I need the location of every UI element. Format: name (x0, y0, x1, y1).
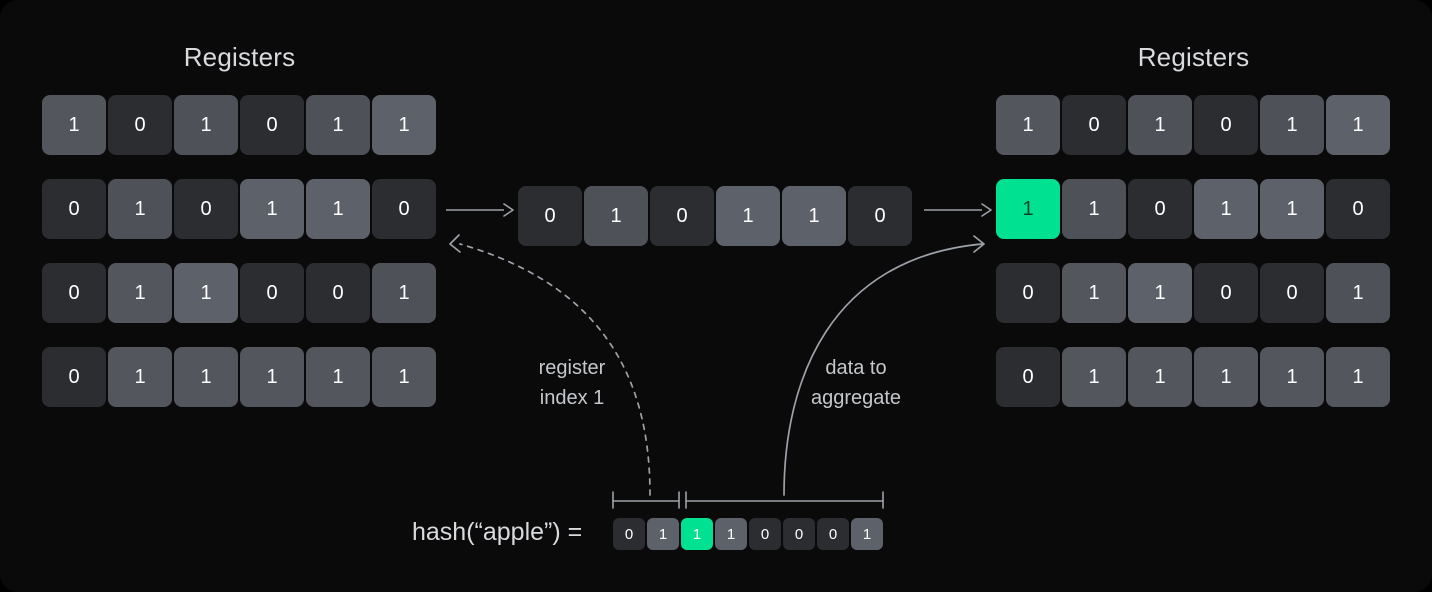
register-cell: 0 (240, 95, 304, 155)
register-cell: 1 (306, 179, 370, 239)
hash-bit-cell: 0 (749, 518, 781, 550)
hash-bit-cell-highlighted: 1 (681, 518, 713, 550)
register-cell: 1 (1062, 179, 1126, 239)
register-cell: 1 (782, 186, 846, 246)
hash-bit-cell: 1 (715, 518, 747, 550)
arrow-out-of-register-row (924, 203, 992, 217)
data-to-aggregate-caption: data to aggregate (810, 357, 902, 409)
register-cell: 0 (306, 263, 370, 323)
hash-bit-cell: 0 (817, 518, 849, 550)
register-cell: 1 (1128, 263, 1192, 323)
register-cell: 1 (1194, 347, 1258, 407)
register-cell: 1 (1128, 95, 1192, 155)
register-cell: 1 (1260, 95, 1324, 155)
register-cell: 0 (1194, 263, 1258, 323)
register-cell: 0 (42, 179, 106, 239)
register-cell: 1 (174, 95, 238, 155)
register-cell: 1 (174, 263, 238, 323)
register-cell: 1 (1326, 95, 1390, 155)
register-cell: 1 (372, 95, 436, 155)
hash-bit-cell: 0 (613, 518, 645, 550)
register-cell: 1 (1260, 179, 1324, 239)
register-cell: 0 (1326, 179, 1390, 239)
arrow-into-register-row (446, 203, 514, 217)
hash-bit-cell: 0 (783, 518, 815, 550)
register-cell: 1 (108, 347, 172, 407)
register-cell: 1 (1260, 347, 1324, 407)
register-cell: 1 (1194, 179, 1258, 239)
right-registers-title: Registers (1137, 42, 1250, 72)
register-cell-highlighted: 1 (996, 179, 1060, 239)
register-cell: 1 (108, 179, 172, 239)
register-cell: 1 (306, 347, 370, 407)
register-cell: 0 (42, 347, 106, 407)
register-cell: 1 (372, 263, 436, 323)
left-registers-title: Registers (183, 42, 296, 72)
register-cell: 1 (716, 186, 780, 246)
register-cell: 0 (996, 263, 1060, 323)
register-index-caption: register index 1 (538, 357, 606, 409)
register-cell: 0 (174, 179, 238, 239)
register-cell: 1 (42, 95, 106, 155)
register-cell: 1 (584, 186, 648, 246)
register-cell: 0 (996, 347, 1060, 407)
register-cell: 1 (1062, 347, 1126, 407)
register-cell: 1 (240, 179, 304, 239)
hash-bit-cell: 1 (647, 518, 679, 550)
register-cell: 1 (1326, 263, 1390, 323)
register-cell: 0 (1062, 95, 1126, 155)
register-cell: 0 (518, 186, 582, 246)
register-cell: 1 (240, 347, 304, 407)
register-cell: 0 (1128, 179, 1192, 239)
register-cell: 1 (372, 347, 436, 407)
register-cell: 0 (240, 263, 304, 323)
register-cell: 1 (306, 95, 370, 155)
register-cell: 1 (1128, 347, 1192, 407)
register-cell: 0 (372, 179, 436, 239)
register-cell: 1 (1326, 347, 1390, 407)
register-cell: 0 (1194, 95, 1258, 155)
register-cell: 1 (108, 263, 172, 323)
register-cell: 1 (1062, 263, 1126, 323)
register-cell: 0 (108, 95, 172, 155)
register-cell: 0 (848, 186, 912, 246)
register-cell: 1 (174, 347, 238, 407)
hash-expression-label: hash(“apple”) = (412, 518, 583, 546)
hash-bit-cell: 1 (851, 518, 883, 550)
register-cell: 0 (1260, 263, 1324, 323)
register-cell: 0 (650, 186, 714, 246)
register-cell: 0 (42, 263, 106, 323)
register-cell: 1 (996, 95, 1060, 155)
